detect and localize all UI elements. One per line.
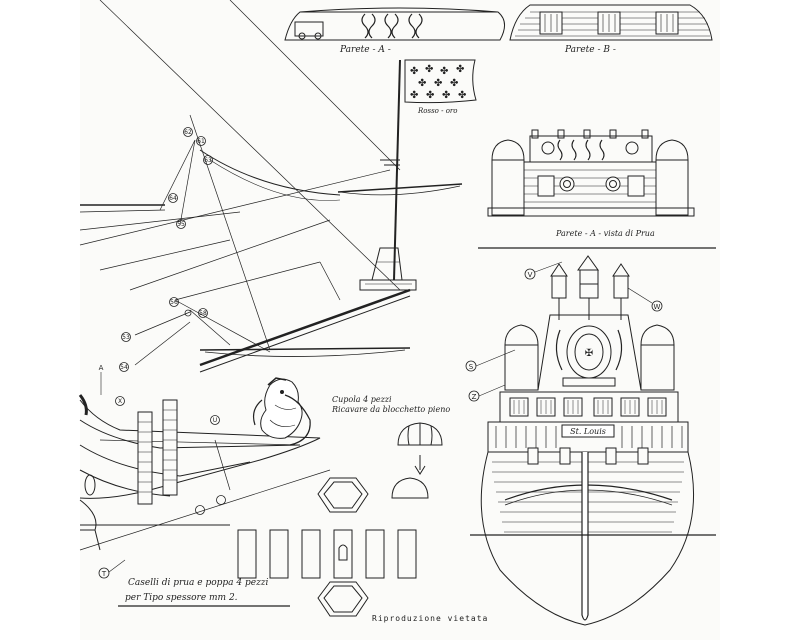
stern-name-plate-text: St. Louis [570,427,606,436]
parete-a-prua-label: Parete - A - vista di Prua [555,229,655,238]
parete-b-drawing [509,4,713,41]
parete-a-drawing [284,7,505,41]
callout-markers [98,127,663,579]
figurehead-lion [252,377,311,446]
stern-hull [470,447,716,626]
rigging-lines [79,0,401,551]
callout-58: 58 [199,310,207,317]
caselli-panels [237,529,417,579]
parete-a-prua-drawing [487,129,695,217]
callout-X: X [118,398,122,405]
stern-lanterns [550,255,630,320]
callout-Z: Z [472,393,477,401]
callout-V: V [528,271,533,279]
callout-W: W [654,303,661,311]
caselli-note-line2: per Tipo spessore mm 2. [125,593,238,603]
callout-56: 56 [170,299,178,306]
flag-color-label: Rosso - oro [417,107,457,115]
callout-T: T [101,570,107,578]
cupola-note-line1: Cupola 4 pezzi [332,395,392,404]
callout-55: 55 [177,221,185,228]
svg-text:✤: ✤ [450,78,458,89]
hexagon-bottom [317,581,369,617]
bow-hull [78,394,321,551]
callout-labels: 62 61 63 64 55 56 53 58 54 U X T V W S Z… [99,129,661,578]
callout-A: A [99,364,104,372]
svg-text:✤: ✤ [426,90,434,101]
svg-text:✠: ✠ [585,348,593,359]
callout-64: 64 [169,195,177,202]
callout-S: S [469,363,474,371]
svg-text:✤: ✤ [410,66,418,77]
callout-61: 61 [197,138,205,145]
svg-text:✤: ✤ [440,66,448,77]
stern-name-plate [561,424,615,438]
caselli-note-line1: Caselli di prua e poppa 4 pezzi [128,578,269,588]
page-edge-left [0,0,80,640]
callout-54: 54 [120,364,128,371]
svg-text:✤: ✤ [442,90,450,101]
paper-background [80,0,720,640]
svg-text:✤: ✤ [458,90,466,101]
svg-text:✤: ✤ [410,90,418,101]
callout-leaders [100,261,653,573]
svg-text:✤: ✤ [456,64,464,75]
page-edge-right [720,0,800,640]
callout-62: 62 [184,129,192,136]
svg-text:✤: ✤ [434,78,442,89]
flag-drawing: ✤✤✤✤ ✤✤✤ ✤✤✤✤ [404,59,477,104]
callout-U: U [213,417,217,424]
bowsprit-mast [79,59,463,373]
svg-text:✤: ✤ [418,78,426,89]
callout-53: 53 [122,334,130,341]
cupola-note-line2: Ricavare da blocchetto pieno [331,405,450,414]
cupola-drawing [391,422,443,499]
hexagon-top [317,477,369,513]
callout-63: 63 [204,157,212,164]
stern-upper: ✠ [504,314,675,391]
svg-text:✤: ✤ [425,64,433,75]
footer-notice: Riproduzione vietata [372,614,488,623]
parete-b-label: Parete - B - [564,45,616,55]
parete-a-label: Parete - A - [339,45,391,55]
